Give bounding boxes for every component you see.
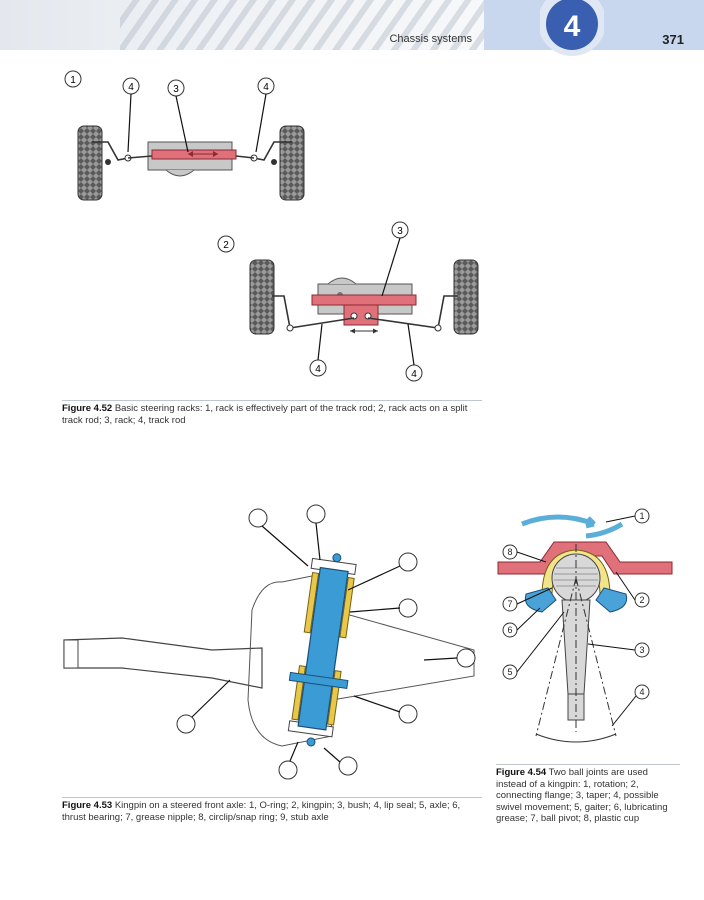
figure-4-53-number: Figure 4.53 <box>62 800 113 811</box>
header-band <box>0 0 484 50</box>
figure-4-52-rule <box>62 400 482 401</box>
callout-7: 7 <box>507 599 512 609</box>
chapter-number: 4 <box>564 10 581 43</box>
panel-1-rack-track-rod: 1 4 3 4 <box>64 70 305 201</box>
callout-3: 3 <box>639 645 644 655</box>
figure-4-52-diagram: 1 4 3 4 2 <box>64 70 479 382</box>
stub-axle <box>63 637 263 689</box>
page-number: 371 <box>662 32 684 47</box>
bush-upper <box>303 571 320 634</box>
section-title: Chassis systems <box>389 33 472 45</box>
right-wheel-2 <box>453 259 479 335</box>
callout-4-bottom-right: 4 <box>411 369 417 380</box>
figure-4-54-diagram: 1 8 2 7 6 3 5 4 <box>497 508 673 743</box>
thrust-bearing <box>288 671 349 689</box>
figure-4-54-rule <box>496 764 680 765</box>
callout-fig53-e <box>456 648 476 668</box>
figure-4-52-text: Basic steering racks: 1, rack is effecti… <box>62 403 468 426</box>
figure-4-53-caption: Figure 4.53 Kingpin on a steered front a… <box>62 800 482 823</box>
figure-4-52-number: Figure 4.52 <box>62 403 113 414</box>
right-split-track-rod <box>367 295 458 329</box>
panel-2-split-track-rod: 2 3 4 4 <box>217 221 479 382</box>
callout-1: 1 <box>639 511 644 521</box>
callout-fig53-g <box>176 714 196 734</box>
callout-4-right: 4 <box>263 82 269 93</box>
panel-2-label: 2 <box>223 240 229 251</box>
grease-nipple <box>332 553 342 563</box>
left-wheel <box>77 125 103 201</box>
chapter-badge: 4 <box>540 0 604 56</box>
callout-fig53-f <box>398 704 418 724</box>
callout-fig53-c <box>398 552 418 572</box>
callout-fig53-i <box>338 756 358 776</box>
callout-6: 6 <box>507 625 512 635</box>
panel-1-label: 1 <box>70 75 76 86</box>
callout-2: 2 <box>639 595 644 605</box>
callout-fig53-h <box>278 760 298 780</box>
callout-fig53-b <box>306 504 326 524</box>
figure-4-53-rule <box>62 797 482 798</box>
callout-4-bottom-left: 4 <box>315 364 321 375</box>
right-track-rod <box>253 141 292 161</box>
callout-4-left: 4 <box>128 82 134 93</box>
right-wheel <box>279 125 305 201</box>
callout-8: 8 <box>507 547 512 557</box>
callout-3-top: 3 <box>173 84 179 95</box>
gaiter <box>524 587 628 613</box>
figure-4-54-caption: Figure 4.54 Two ball joints are used ins… <box>496 767 680 825</box>
left-split-track-rod <box>272 295 355 329</box>
figure-4-53-diagram <box>63 504 476 780</box>
figure-4-52-caption: Figure 4.52 Basic steering racks: 1, rac… <box>62 403 482 426</box>
tyre-tread-pattern <box>120 0 484 50</box>
figure-4-54-text: Two ball joints are used instead of a ki… <box>496 767 668 824</box>
callout-fig53-d <box>398 598 418 618</box>
axle-beam <box>331 609 475 701</box>
figure-4-54-number: Figure 4.54 <box>496 767 547 778</box>
rotation-arrows <box>521 514 624 539</box>
callout-5: 5 <box>507 667 512 677</box>
callout-fig53-a <box>248 508 268 528</box>
callout-4: 4 <box>639 687 644 697</box>
left-track-rod <box>92 141 129 161</box>
figure-4-53-text: Kingpin on a steered front axle: 1, O-ri… <box>62 800 461 823</box>
left-wheel-2 <box>249 259 275 335</box>
rack-2 <box>311 294 417 306</box>
callout-3-bottom: 3 <box>397 226 403 237</box>
kingpin <box>297 566 349 731</box>
